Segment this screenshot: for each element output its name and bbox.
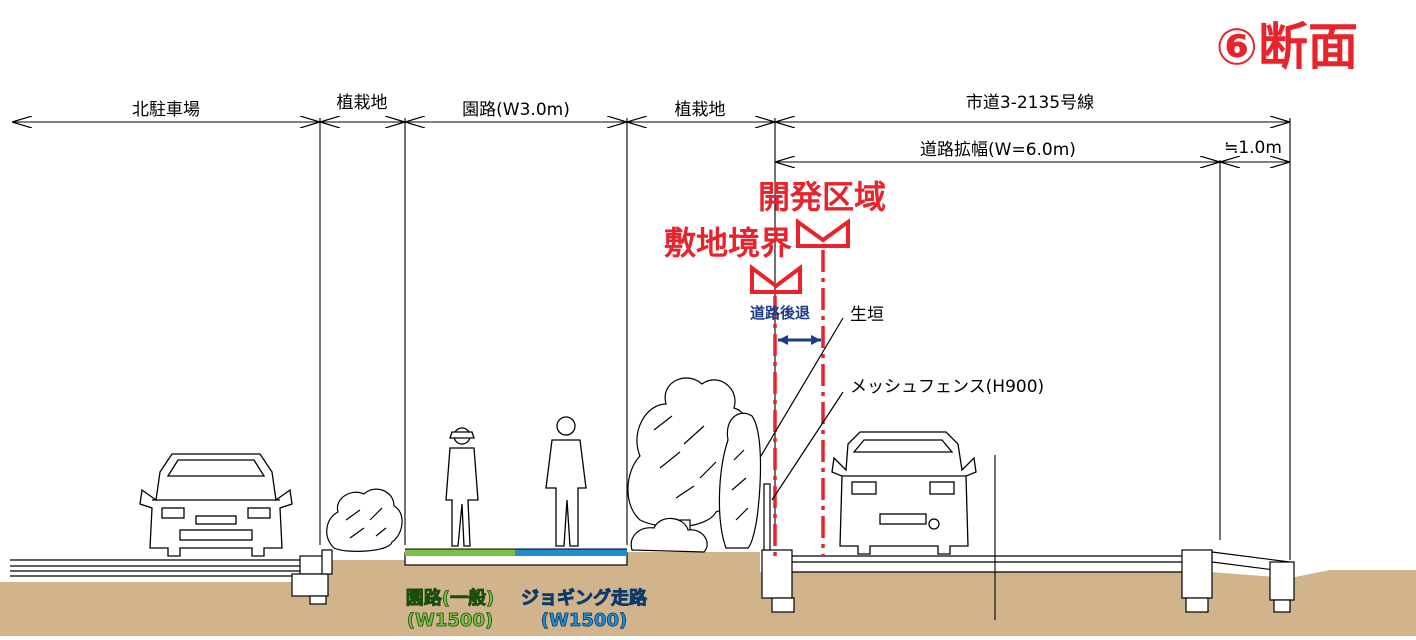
- label-jogging-path-width: (W1500): [541, 610, 627, 631]
- label-planting-left: 植栽地: [337, 93, 388, 113]
- label-city-road: 市道3-2135号線: [966, 93, 1094, 113]
- pedestrian-walker: [445, 427, 479, 547]
- car-on-road: [831, 431, 977, 555]
- jogging-path-surface: [515, 549, 627, 556]
- label-mesh-fence: メッシュフェンス(H900): [850, 377, 1044, 397]
- park-path-slab: [404, 548, 628, 566]
- boundary-lines: [773, 250, 825, 556]
- label-jogging-path-name: ジョギング走路: [521, 587, 648, 609]
- parking-pavement: [10, 549, 333, 605]
- label-planting-right: 植栽地: [675, 100, 726, 120]
- site-boundary-symbol: [750, 264, 802, 294]
- label-general-path-name: 園路(一般): [406, 587, 494, 609]
- shrub-left: [326, 488, 403, 552]
- city-road-structure: [761, 549, 1295, 613]
- label-north-parking: 北駐車場: [132, 100, 200, 120]
- label-approx-width: ≒1.0m: [1224, 138, 1282, 158]
- label-general-path-width: (W1500): [407, 610, 493, 631]
- pedestrian-jogger: [545, 416, 587, 547]
- parked-car-left: [139, 453, 293, 557]
- section-title: ⑥断面: [1216, 18, 1358, 76]
- ground-slope: [1290, 570, 1416, 582]
- ground-profile: [0, 552, 1416, 636]
- label-road-widening: 道路拡幅(W=6.0m): [920, 140, 1076, 160]
- callout-leaders: [754, 317, 844, 501]
- general-path-surface: [405, 549, 515, 556]
- top-dimension-line: [12, 122, 1290, 162]
- label-road-setback: 道路後退: [750, 304, 810, 322]
- development-boundary-symbol: [796, 218, 850, 248]
- label-development-area: 開発区域: [758, 178, 886, 216]
- label-site-boundary: 敷地境界: [664, 224, 792, 262]
- dimension-extension-lines: [319, 118, 1291, 620]
- label-park-path: 園路(W3.0m): [462, 100, 570, 120]
- label-hedge: 生垣: [850, 305, 884, 325]
- hedge: [718, 412, 762, 549]
- mesh-fence-post: [763, 483, 771, 551]
